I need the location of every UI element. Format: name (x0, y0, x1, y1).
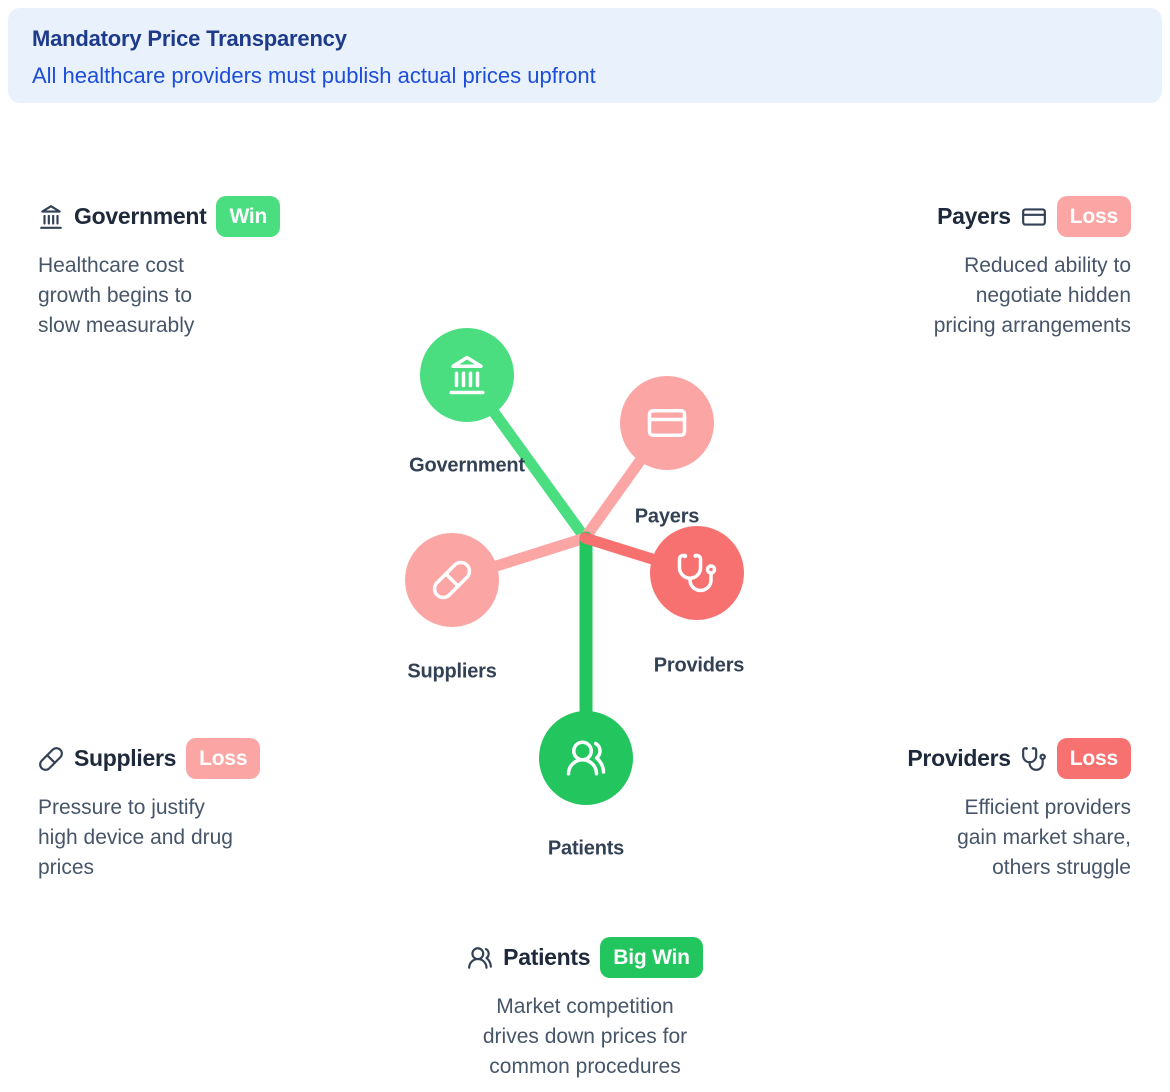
outcome-badge: Loss (186, 738, 261, 780)
stethoscope-icon (677, 553, 717, 593)
impact-description: Efficient providers gain market share, o… (957, 796, 1131, 880)
outcome-badge: Loss (1056, 738, 1131, 780)
node-label-suppliers: Suppliers (407, 660, 497, 683)
node-providers[interactable] (650, 526, 744, 620)
node-suppliers[interactable] (405, 533, 499, 627)
outcome-badge: Win (216, 196, 281, 238)
users-icon (566, 740, 606, 776)
landmark-icon (38, 204, 64, 230)
node-label-payers: Payers (634, 505, 700, 528)
impact-card-title: Suppliers (74, 745, 177, 772)
policy-banner: Mandatory Price Transparency All healthc… (8, 8, 1162, 103)
impact-card-title: Patients (503, 944, 591, 971)
policy-subtitle: All healthcare providers must publish ac… (32, 63, 596, 88)
impact-card-title: Payers (937, 203, 1011, 230)
impact-description: Market competition drives down prices fo… (482, 995, 688, 1079)
impact-card-header: Government Win (38, 196, 303, 238)
impact-card-header: Payers Loss (866, 196, 1131, 238)
impact-description: Reduced ability to negotiate hidden pric… (933, 254, 1131, 338)
node-government[interactable] (420, 328, 514, 422)
impact-description: Pressure to justify high device and drug… (38, 796, 233, 880)
impact-card-header: Patients Big Win (435, 937, 735, 979)
node-label-government: Government (409, 454, 525, 477)
node-label-patients: Patients (547, 837, 625, 860)
node-patients[interactable] (539, 711, 633, 805)
outcome-badge: Big Win (600, 937, 703, 979)
node-label-providers: Providers (653, 654, 745, 677)
impact-description: Healthcare cost growth begins to slow me… (38, 254, 195, 338)
impact-card-title: Government (74, 203, 207, 230)
node-payers[interactable] (620, 376, 714, 470)
impact-card-header: Providers Loss (866, 738, 1131, 780)
stethoscope-icon (1021, 746, 1047, 772)
users-icon (467, 945, 493, 971)
impact-card-providers: Providers Loss Efficient providers gain … (866, 738, 1131, 883)
pill-icon (432, 560, 472, 600)
pill-icon (38, 746, 64, 772)
impact-card-payers: Payers Loss Reduced ability to negotiate… (866, 196, 1131, 341)
impact-card-suppliers: Suppliers Loss Pressure to justify high … (38, 738, 303, 883)
policy-title: Mandatory Price Transparency (32, 26, 347, 51)
impact-card-header: Suppliers Loss (38, 738, 303, 780)
outcome-badge: Loss (1056, 196, 1131, 238)
landmark-icon (449, 355, 485, 395)
impact-card-title: Providers (907, 745, 1011, 772)
credit-card-icon (1021, 204, 1047, 230)
credit-card-icon (647, 409, 687, 437)
impact-card-government: Government Win Healthcare cost growth be… (38, 196, 303, 341)
impact-card-patients: Patients Big Win Market competition driv… (435, 937, 735, 1082)
